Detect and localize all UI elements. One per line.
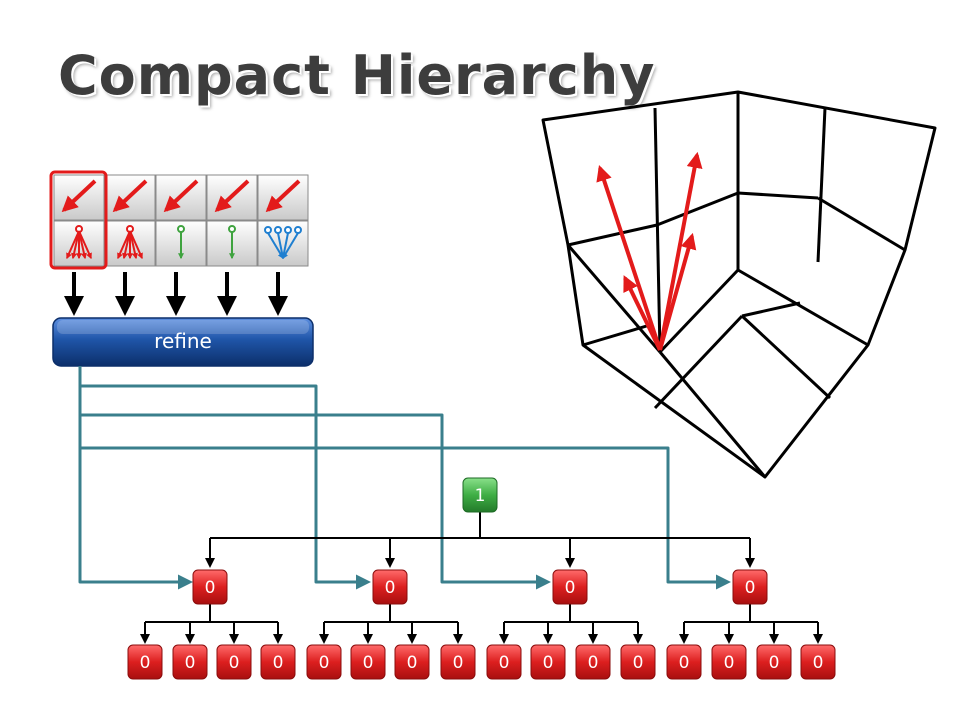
level1-node: 0 [192, 569, 228, 605]
level2-node: 0 [666, 644, 702, 680]
grid-line [737, 191, 819, 200]
routing-lines [78, 366, 731, 590]
refine-bar: refine [52, 317, 314, 367]
node-label: 0 [273, 653, 284, 673]
level2-node: 0 [172, 644, 208, 680]
node-label: 0 [588, 653, 599, 673]
grid-line [653, 314, 744, 410]
level2-node: 0 [575, 644, 611, 680]
vector-arrow [658, 151, 703, 351]
grid-line [740, 314, 832, 400]
node-label: 0 [385, 578, 396, 598]
root-node-label: 1 [475, 486, 486, 506]
down-arrows [64, 272, 288, 316]
root-node: 1 [462, 477, 498, 513]
arrow-icon [163, 179, 199, 213]
level2-node: 0 [711, 644, 747, 680]
node-label: 0 [633, 653, 644, 673]
arrow-icon [61, 179, 97, 213]
level1-node: 0 [552, 569, 588, 605]
node-label: 0 [679, 653, 690, 673]
level2-node: 0 [530, 644, 566, 680]
grid-line [817, 196, 906, 252]
node-label: 0 [205, 578, 216, 598]
grid-line [656, 191, 739, 227]
red-fan-icon [117, 225, 143, 260]
grid-line [566, 244, 662, 353]
level1-nodes: 0 0 0 0 [192, 569, 768, 605]
vector-arrow [658, 232, 697, 351]
level2-node: 0 [260, 644, 296, 680]
green-arrow-icon [177, 225, 185, 260]
node-label: 0 [185, 653, 196, 673]
grid-line [567, 223, 658, 247]
node-label: 0 [453, 653, 464, 673]
grid-line [737, 268, 869, 347]
node-label: 0 [565, 578, 576, 598]
level2-node: 0 [800, 644, 836, 680]
route-line [80, 446, 731, 590]
level2-node: 0 [127, 644, 163, 680]
slide-title: Compact Hierarchy [58, 44, 656, 107]
grid-line [741, 301, 801, 318]
arrow-icon [265, 179, 301, 213]
cell-grid [49, 170, 309, 270]
grid-line [653, 107, 662, 353]
vector-arrows [596, 151, 703, 351]
vector-arrow [623, 275, 662, 351]
level2-node: 0 [350, 644, 386, 680]
route-line [78, 366, 193, 590]
highlight-frame [49, 170, 108, 270]
node-label: 0 [319, 653, 330, 673]
refine-label: refine [154, 329, 212, 353]
node-label: 0 [407, 653, 418, 673]
grid-line [658, 351, 767, 478]
node-label: 0 [813, 653, 824, 673]
route-line [80, 413, 551, 590]
grid-line [658, 268, 740, 354]
vector-arrow [596, 164, 662, 351]
node-label: 0 [229, 653, 240, 673]
level2-nodes: 0 0 0 0 0 0 0 0 0 0 0 0 0 0 0 0 [127, 644, 836, 680]
node-label: 0 [363, 653, 374, 673]
node-label: 0 [140, 653, 151, 673]
grid-line [816, 107, 827, 263]
level2-node: 0 [306, 644, 342, 680]
grid-line [582, 323, 651, 347]
arrow-icon [112, 179, 148, 213]
node-label: 0 [499, 653, 510, 673]
node-label: 0 [745, 578, 756, 598]
level1-node: 0 [372, 569, 408, 605]
node-label: 0 [543, 653, 554, 673]
level1-node: 0 [732, 569, 768, 605]
red-fan-icon [66, 225, 92, 260]
node-label: 0 [724, 653, 735, 673]
node-label: 0 [769, 653, 780, 673]
tree-edges [140, 512, 823, 644]
level2-node: 0 [756, 644, 792, 680]
blue-fan-icon [264, 226, 302, 260]
level2-node: 0 [394, 644, 430, 680]
green-arrow-icon [228, 225, 236, 260]
route-line [80, 384, 371, 590]
level2-node: 0 [440, 644, 476, 680]
level2-node: 0 [620, 644, 656, 680]
cube-corner-grid [541, 90, 937, 479]
level2-node: 0 [216, 644, 252, 680]
level2-node: 0 [486, 644, 522, 680]
arrow-icon [214, 179, 250, 213]
